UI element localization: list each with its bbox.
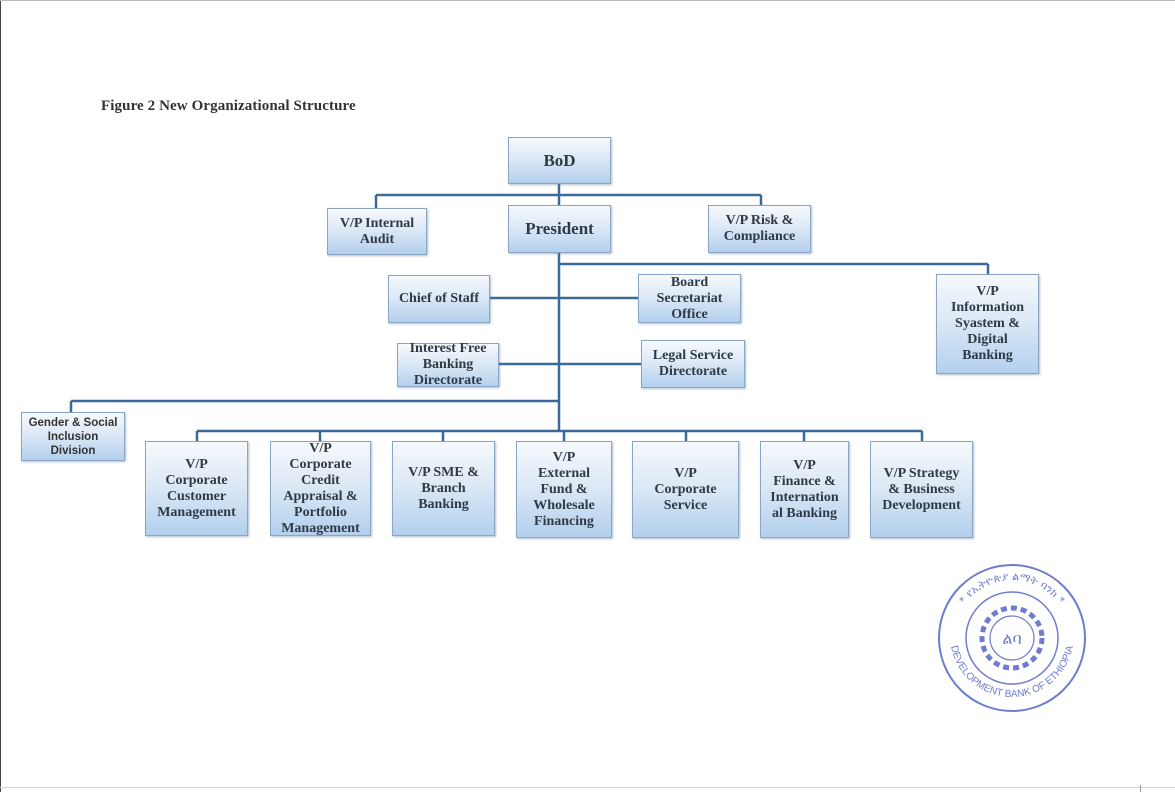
node-board-secretariat-office: Board Secretariat Office (638, 274, 741, 323)
node-vp-information-systems: V/P Information Syastem & Digital Bankin… (936, 274, 1039, 374)
stamp-outer-ring (938, 564, 1086, 712)
stamp-text-bottom: DEVELOPMENT BANK OF ETHIOPIA (948, 644, 1076, 700)
stamp-inner-ring (965, 591, 1059, 685)
node-interest-free-banking: Interest Free Banking Directorate (397, 341, 499, 388)
node-bod: BoD (508, 137, 611, 184)
node-vp-risk-compliance: V/P Risk & Compliance (708, 205, 811, 253)
stamp-gear-icon (979, 605, 1045, 671)
svg-text:DEVELOPMENT BANK OF ETHIOPIA: DEVELOPMENT BANK OF ETHIOPIA (948, 644, 1076, 700)
corner-mark (1140, 785, 1141, 792)
figure-title: Figure 2 New Organizational Structure (101, 98, 356, 114)
node-vp-strategy-business: V/P Strategy & Business Development (870, 441, 973, 538)
node-vp-external-fund: V/P External Fund & Wholesale Financing (516, 441, 612, 538)
node-vp-finance-international: V/P Finance & Internation al Banking (760, 441, 849, 538)
page-edge (0, 0, 1, 792)
node-vp-corporate-service: V/P Corporate Service (632, 441, 739, 538)
node-vp-corporate-customer: V/P Corporate Customer Management (145, 441, 248, 536)
node-president: President (508, 205, 611, 253)
node-vp-internal-audit: V/P Internal Audit (327, 208, 427, 255)
node-gender-social-inclusion: Gender & Social Inclusion Division (21, 412, 125, 461)
page-edge-top (0, 0, 1175, 1)
node-vp-corporate-credit: V/P Corporate Credit Appraisal & Portfol… (270, 441, 371, 536)
node-vp-sme-branch: V/P SME & Branch Banking (392, 441, 495, 536)
node-legal-service: Legal Service Directorate (641, 340, 745, 388)
bank-stamp: * የኢትዮጵያ ልማት ባንክ * DEVELOPMENT BANK OF E… (938, 564, 1086, 712)
stamp-logo: ልባ (1002, 629, 1021, 648)
scan-bottom-rule (0, 787, 1175, 788)
node-chief-of-staff: Chief of Staff (388, 275, 490, 323)
